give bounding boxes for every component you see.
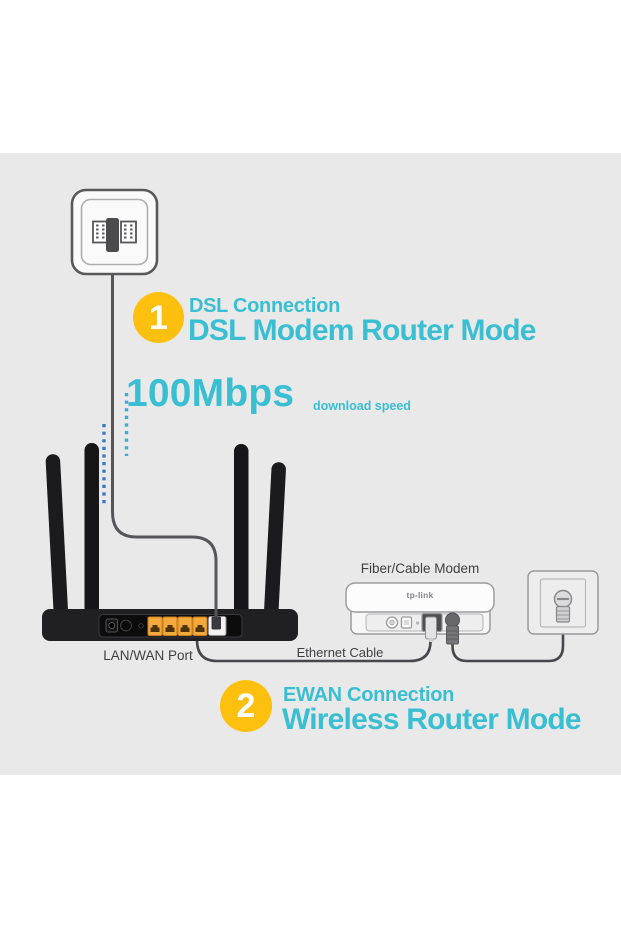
speed-caption: download speed (313, 399, 411, 413)
coax-wall-outlet-icon (527, 570, 599, 635)
router-power-pin (108, 622, 116, 629)
router-lan-ports (147, 616, 208, 636)
signal-dots-icon (102, 393, 129, 506)
router-antenna (263, 462, 286, 623)
router-antenna (234, 444, 249, 623)
router-reset-button (138, 623, 144, 629)
modem-coax-connector (445, 612, 460, 645)
step2-mode: Wireless Router Mode (282, 703, 582, 736)
router-antenna (84, 443, 99, 623)
modem-ethernet-plug (425, 616, 437, 640)
step2-badge: 2 (220, 680, 272, 732)
step1-title: DSL Connection (189, 295, 340, 317)
dsl-wall-jack-icon (70, 188, 159, 276)
step1-badge: 1 (133, 292, 184, 343)
step1-number: 1 (149, 298, 168, 337)
step2-number: 2 (236, 687, 256, 725)
modem-brand-logo: tp-link (406, 590, 434, 600)
router-illustration (42, 443, 298, 641)
step2-title: EWAN Connection (283, 684, 455, 706)
label-fiber-cable-modem: Fiber/Cable Modem (360, 561, 480, 576)
router-power-button (120, 619, 132, 632)
speed-value: 100Mbps (126, 372, 295, 415)
router-antenna (45, 454, 69, 622)
label-ethernet-cable: Ethernet Cable (296, 645, 384, 660)
ethernet-cable-line (195, 632, 432, 663)
router-dsl-plug (211, 616, 221, 630)
modem-led (415, 621, 420, 625)
dsl-phone-cable (111, 250, 218, 618)
coax-cable-line (451, 620, 565, 663)
label-lan-wan-port: LAN/WAN Port (103, 648, 193, 663)
step1-mode: DSL Modem Router Mode (188, 314, 536, 347)
modem-illustration (345, 582, 495, 645)
